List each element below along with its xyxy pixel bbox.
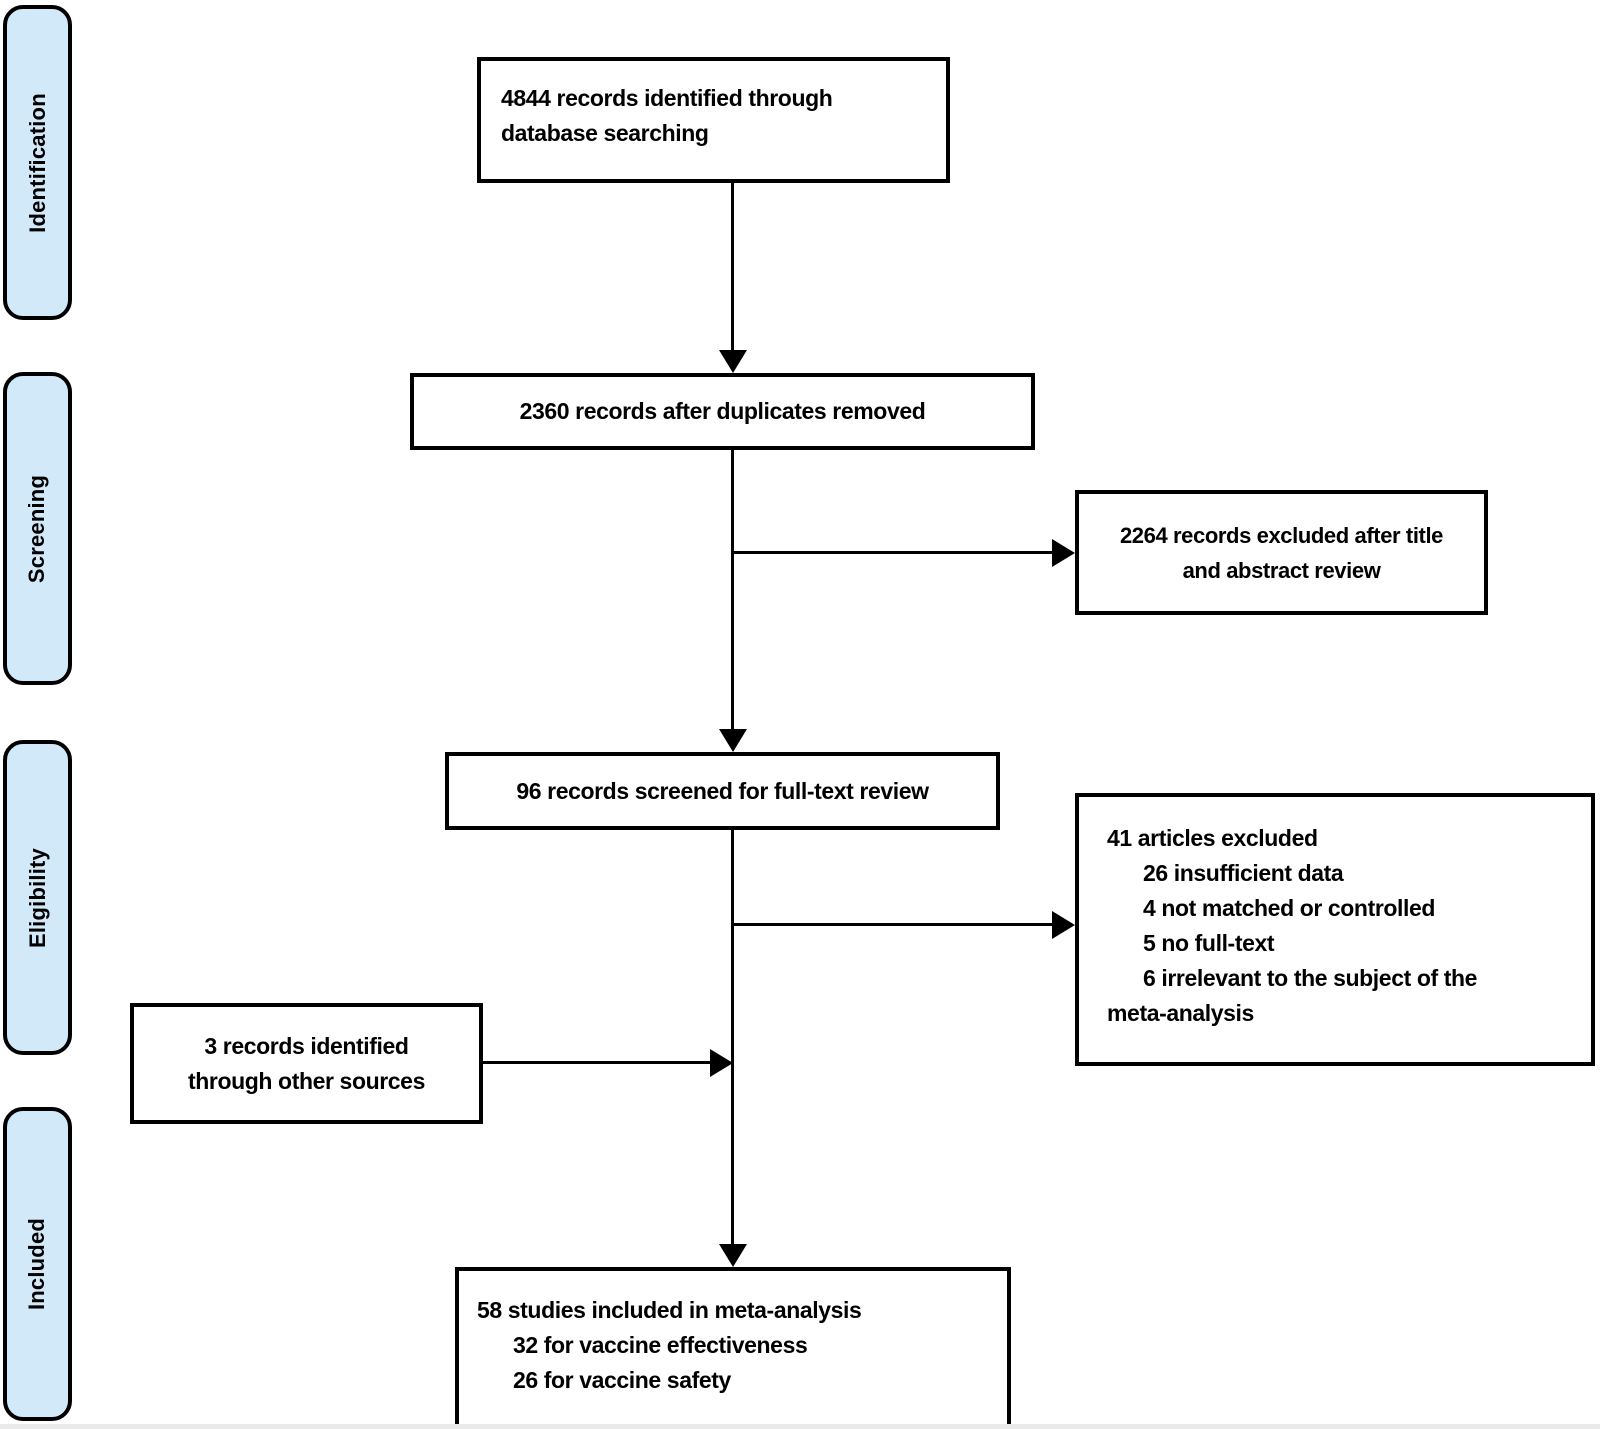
box-excluded-fulltext-line2: 26 insufficient data <box>1143 860 1344 886</box>
box-other-sources: 3 records identified through other sourc… <box>130 1003 483 1124</box>
box-other-sources-line2: through other sources <box>188 1067 425 1094</box>
stage-included-label: Included <box>24 1217 50 1311</box>
box-records-identified: 4844 records identified through database… <box>477 57 950 183</box>
stage-screening: Screening <box>3 372 72 685</box>
arrowhead-down-dedup-icon <box>719 350 747 373</box>
box-duplicates-removed: 2360 records after duplicates removed <box>410 373 1035 450</box>
box-records-identified-line2: database searching <box>501 120 709 146</box>
arrowhead-right-title-abstract-icon <box>1052 539 1075 567</box>
box-included-studies: 58 studies included in meta-analysis 32 … <box>455 1267 1011 1429</box>
stage-eligibility: Eligibility <box>3 740 72 1055</box>
box-other-sources-line1: 3 records identified <box>204 1032 409 1059</box>
box-screened-fulltext: 96 records screened for full-text review <box>445 752 1000 830</box>
arrowhead-right-fulltext-excluded-icon <box>1052 911 1075 939</box>
box-excluded-fulltext-line1: 41 articles excluded <box>1107 825 1318 851</box>
connector-dedup-to-screened <box>731 450 734 731</box>
connector-other-sources <box>483 1061 711 1064</box>
arrowhead-down-screened-icon <box>719 729 747 752</box>
stage-eligibility-label: Eligibility <box>24 847 50 948</box>
stage-identification-label: Identification <box>24 92 50 233</box>
box-excluded-fulltext-line6: meta-analysis <box>1107 1000 1254 1026</box>
box-excluded-fulltext-line5: 6 irrelevant to the subject of the <box>1143 965 1478 991</box>
box-records-identified-line1: 4844 records identified through <box>501 85 833 111</box>
box-excluded-title-abstract-line2: and abstract review <box>1182 557 1381 583</box>
arrowhead-right-other-sources-icon <box>710 1049 733 1077</box>
connector-branch-title-abstract <box>733 551 1053 554</box>
connector-identified-to-dedup <box>731 183 734 352</box>
connector-branch-fulltext-excluded <box>733 923 1053 926</box>
stage-identification: Identification <box>3 5 72 320</box>
box-excluded-fulltext-line4: 5 no full-text <box>1143 930 1275 956</box>
box-excluded-title-abstract-line1: 2264 records excluded after title <box>1119 522 1444 548</box>
box-included-studies-line2: 32 for vaccine effectiveness <box>513 1332 808 1358</box>
box-duplicates-removed-line1: 2360 records after duplicates removed <box>519 398 926 424</box>
box-included-studies-line3: 26 for vaccine safety <box>513 1367 731 1393</box>
bottom-edge-strip <box>0 1424 1600 1429</box>
box-included-studies-line1: 58 studies included in meta-analysis <box>477 1297 862 1323</box>
stage-included: Included <box>3 1107 72 1421</box>
box-screened-fulltext-line1: 96 records screened for full-text review <box>516 777 929 804</box>
box-excluded-title-abstract: 2264 records excluded after title and ab… <box>1075 490 1488 615</box>
connector-screened-to-included <box>731 830 734 1245</box>
box-excluded-fulltext-line3: 4 not matched or controlled <box>1143 895 1436 921</box>
arrowhead-down-included-icon <box>719 1244 747 1267</box>
stage-screening-label: Screening <box>24 474 50 583</box>
box-excluded-fulltext: 41 articles excluded 26 insufficient dat… <box>1075 793 1595 1066</box>
